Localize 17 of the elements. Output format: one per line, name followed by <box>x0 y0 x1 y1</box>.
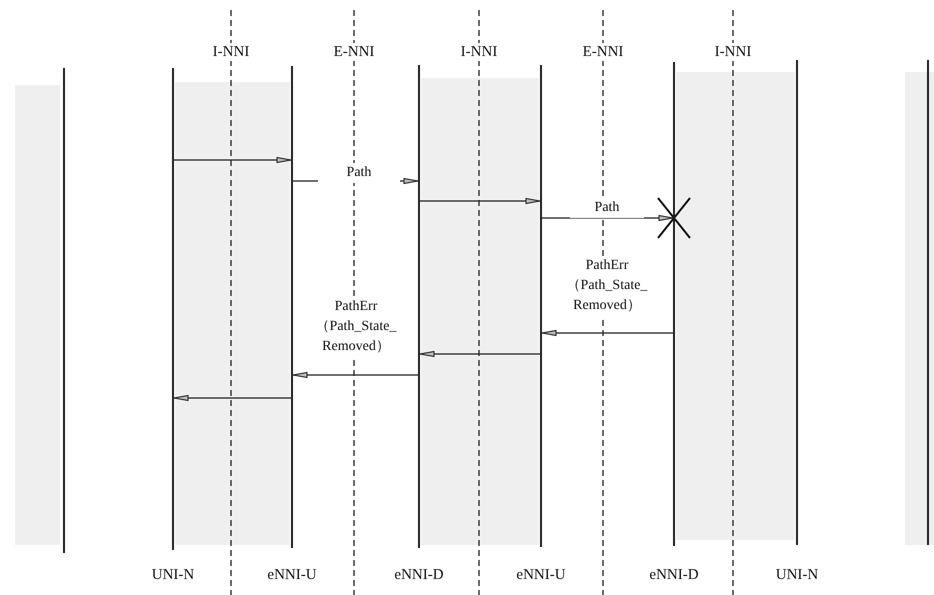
message-arrow <box>174 395 291 401</box>
lifeline <box>291 66 293 548</box>
lifeline <box>63 68 65 553</box>
message-arrow <box>420 198 540 204</box>
lifeline <box>673 62 675 546</box>
lifeline <box>540 65 542 547</box>
message-arrow <box>174 157 292 163</box>
lifeline <box>172 68 174 550</box>
lifeline <box>418 65 420 548</box>
lifeline <box>796 60 798 545</box>
message-arrow <box>292 372 418 378</box>
lifeline <box>927 60 929 545</box>
edge-label: Path <box>570 198 644 218</box>
message-arrow <box>542 215 674 221</box>
message-arrow <box>542 330 673 336</box>
edge-label: Path <box>318 163 400 183</box>
message-arrow <box>420 351 540 357</box>
